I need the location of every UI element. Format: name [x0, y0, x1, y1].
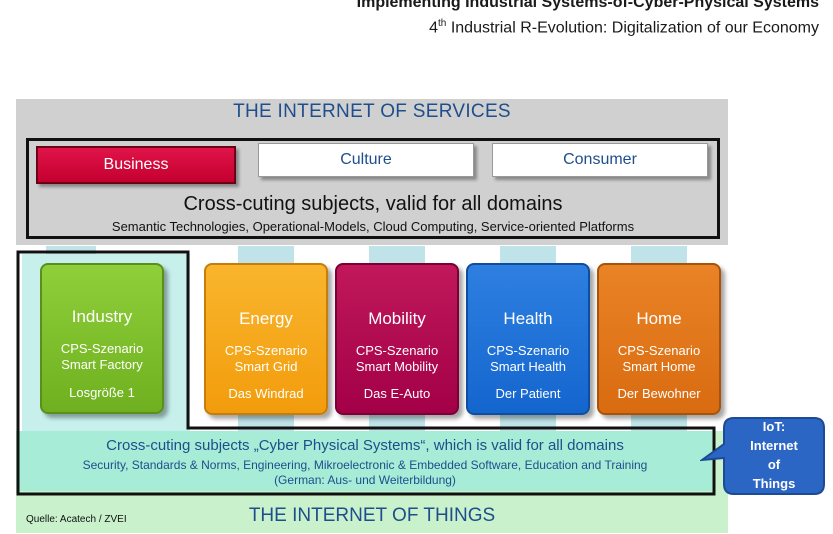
domain-scenario-name: Smart Health: [490, 359, 566, 374]
cps-cross-cutting-subjects: Security, Standards & Norms, Engineering…: [82, 458, 648, 472]
iot-callout: [698, 414, 826, 496]
domain-scenario: CPS-Szenario: [486, 343, 570, 358]
domain-example: Der Patient: [495, 386, 561, 401]
services-cross-cutting-frame: [26, 138, 720, 239]
domain-scenario-name: Smart Mobility: [355, 359, 439, 374]
page-title: Implementing Industrial Systems-of-Cyber…: [356, 0, 819, 11]
cps-cross-cutting-bar: [18, 431, 712, 491]
domain-scenario-name: Smart Factory: [61, 357, 143, 372]
domain-scenario: CPS-Szenario: [355, 343, 439, 358]
callout-line: Things: [752, 476, 796, 491]
domain-title: Home: [636, 309, 682, 328]
domain-scenario-name: Smart Home: [622, 359, 696, 374]
subtitle-superscript: th: [438, 18, 447, 29]
callout-line: of: [767, 457, 781, 472]
industry-cps-frame: [16, 250, 716, 496]
callout-line: IoT:: [762, 419, 786, 434]
domain-title: Energy: [239, 309, 293, 328]
services-cross-cutting-title: Cross-cuting subjects, valid for all dom…: [183, 193, 563, 215]
industry-cps-frame-outline: [16, 250, 716, 496]
domain-scenario: CPS-Szenario: [617, 343, 701, 358]
iot-callout-text: IoT: Internet of Things: [726, 417, 822, 493]
domain-scenario-name: Smart Grid: [234, 359, 298, 374]
subtitle-rest: Industrial R-Evolution: Digitalization o…: [446, 19, 819, 37]
internet-of-services-title: THE INTERNET OF SERVICES: [233, 101, 511, 122]
domain-scenario: CPS-Szenario: [60, 341, 144, 356]
callout-line: Internet: [750, 438, 798, 453]
tab-culture[interactable]: Culture: [258, 143, 474, 177]
domain-example: Das E-Auto: [363, 386, 431, 401]
internet-of-things-title: THE INTERNET OF THINGS: [248, 505, 496, 526]
domain-title: Health: [503, 309, 553, 328]
domain-example: Losgröße 1: [69, 385, 135, 400]
cps-cross-cutting-title: Cross-cuting subjects „Cyber Physical Sy…: [106, 437, 624, 454]
domain-example: Der Bewohner: [617, 386, 701, 401]
domain-card-mobility: Mobility CPS-Szenario Smart Mobility Das…: [335, 263, 459, 415]
subtitle-ordinal: 4: [429, 19, 439, 37]
domain-title: Industry: [71, 307, 133, 326]
source-note: Quelle: Acatech / ZVEI: [26, 514, 127, 525]
speech-bubble-shape: [698, 417, 825, 495]
services-cross-cutting-subjects: Semantic Technologies, Operational-Model…: [111, 219, 635, 234]
cps-cross-cutting-note: (German: Aus- und Weiterbildung): [274, 473, 456, 487]
tab-consumer[interactable]: Consumer: [492, 143, 708, 177]
domain-card-energy: Energy CPS-Szenario Smart Grid Das Windr…: [204, 263, 328, 415]
domain-card-health: Health CPS-Szenario Smart Health Der Pat…: [466, 263, 590, 415]
page-subtitle: 4th Industrial R-Evolution: Digitalizati…: [429, 18, 819, 37]
domain-card-home: Home CPS-Szenario Smart Home Der Bewohne…: [597, 263, 721, 415]
tab-business[interactable]: Business: [36, 146, 236, 184]
domain-title: Mobility: [368, 309, 426, 328]
domain-scenario: CPS-Szenario: [224, 343, 308, 358]
domain-example: Das Windrad: [228, 386, 304, 401]
domain-card-industry: Industry CPS-Szenario Smart Factory Losg…: [40, 263, 164, 414]
